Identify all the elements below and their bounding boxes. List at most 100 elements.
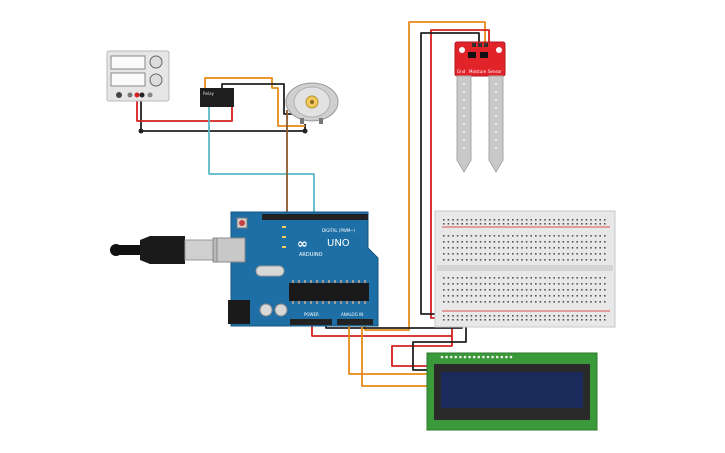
breadboard-hole[interactable] (498, 301, 500, 303)
breadboard-hole[interactable] (489, 259, 491, 261)
breadboard-hole[interactable] (558, 259, 560, 261)
breadboard-hole[interactable] (581, 259, 583, 261)
breadboard-hole[interactable] (456, 241, 459, 243)
breadboard-hole[interactable] (502, 277, 505, 279)
breadboard-hole[interactable] (502, 319, 505, 321)
breadboard-hole[interactable] (466, 295, 468, 297)
breadboard-hole[interactable] (535, 277, 537, 279)
breadboard-hole[interactable] (493, 283, 496, 285)
breadboard-hole[interactable] (594, 241, 597, 243)
breadboard-hole[interactable] (576, 241, 578, 243)
breadboard-hole[interactable] (539, 301, 542, 303)
breadboard-hole[interactable] (521, 301, 523, 303)
breadboard-hole[interactable] (516, 315, 519, 317)
breadboard-hole[interactable] (456, 223, 459, 225)
breadboard-hole[interactable] (590, 241, 592, 243)
breadboard-hole[interactable] (567, 301, 569, 303)
breadboard-hole[interactable] (489, 283, 491, 285)
breadboard-hole[interactable] (461, 241, 463, 243)
breadboard-hole[interactable] (461, 283, 463, 285)
breadboard-hole[interactable] (539, 315, 542, 317)
breadboard-hole[interactable] (567, 253, 569, 255)
breadboard-hole[interactable] (502, 301, 505, 303)
breadboard-hole[interactable] (516, 319, 519, 321)
breadboard-hole[interactable] (548, 301, 551, 303)
breadboard-hole[interactable] (539, 247, 542, 249)
breadboard-hole[interactable] (558, 223, 560, 225)
breadboard-hole[interactable] (539, 289, 542, 291)
breadboard-hole[interactable] (535, 289, 537, 291)
breadboard-hole[interactable] (553, 319, 555, 321)
breadboard-hole[interactable] (604, 301, 606, 303)
breadboard-hole[interactable] (484, 277, 486, 279)
lcd-pin[interactable] (459, 355, 462, 359)
breadboard-hole[interactable] (466, 315, 468, 317)
arduino-analog-header[interactable] (337, 319, 373, 325)
breadboard-hole[interactable] (562, 315, 565, 317)
breadboard-hole[interactable] (585, 247, 588, 249)
breadboard-hole[interactable] (590, 319, 592, 321)
breadboard-hole[interactable] (447, 247, 450, 249)
breadboard-hole[interactable] (512, 219, 514, 221)
breadboard-hole[interactable] (544, 235, 546, 237)
breadboard-hole[interactable] (502, 235, 505, 237)
breadboard-hole[interactable] (489, 315, 491, 317)
breadboard-hole[interactable] (539, 283, 542, 285)
breadboard-hole[interactable] (594, 289, 597, 291)
breadboard-hole[interactable] (452, 253, 454, 255)
breadboard-hole[interactable] (594, 253, 597, 255)
breadboard-hole[interactable] (475, 277, 477, 279)
breadboard-hole[interactable] (447, 219, 450, 221)
breadboard-hole[interactable] (530, 295, 532, 297)
breadboard-hole[interactable] (530, 219, 532, 221)
breadboard-hole[interactable] (521, 223, 523, 225)
breadboard-hole[interactable] (558, 301, 560, 303)
breadboard-hole[interactable] (571, 283, 574, 285)
breadboard-hole[interactable] (548, 223, 551, 225)
breadboard-hole[interactable] (498, 241, 500, 243)
breadboard-hole[interactable] (507, 283, 509, 285)
lcd-pin[interactable] (477, 355, 481, 359)
breadboard-hole[interactable] (539, 259, 542, 261)
breadboard-hole[interactable] (530, 283, 532, 285)
breadboard-hole[interactable] (516, 247, 519, 249)
breadboard-hole[interactable] (443, 241, 445, 243)
breadboard-hole[interactable] (461, 319, 463, 321)
breadboard-hole[interactable] (553, 223, 555, 225)
breadboard-hole[interactable] (521, 277, 523, 279)
breadboard-hole[interactable] (479, 235, 482, 237)
breadboard-hole[interactable] (590, 259, 592, 261)
breadboard-hole[interactable] (544, 253, 546, 255)
breadboard-hole[interactable] (461, 235, 463, 237)
breadboard-hole[interactable] (456, 259, 459, 261)
breadboard-hole[interactable] (567, 259, 569, 261)
breadboard-hole[interactable] (562, 295, 565, 297)
breadboard-hole[interactable] (493, 219, 496, 221)
breadboard-hole[interactable] (581, 289, 583, 291)
breadboard-hole[interactable] (512, 319, 514, 321)
breadboard-hole[interactable] (530, 289, 532, 291)
breadboard-hole[interactable] (475, 223, 477, 225)
breadboard-hole[interactable] (498, 295, 500, 297)
breadboard-hole[interactable] (539, 241, 542, 243)
breadboard-hole[interactable] (525, 283, 528, 285)
breadboard-hole[interactable] (475, 253, 477, 255)
breadboard-hole[interactable] (521, 289, 523, 291)
wire-lcd-black[interactable] (412, 320, 467, 371)
breadboard-hole[interactable] (581, 319, 583, 321)
breadboard-hole[interactable] (512, 235, 514, 237)
breadboard-hole[interactable] (516, 235, 519, 237)
breadboard-hole[interactable] (548, 319, 551, 321)
breadboard-hole[interactable] (553, 289, 555, 291)
breadboard-hole[interactable] (571, 259, 574, 261)
breadboard-hole[interactable] (456, 295, 459, 297)
lcd-pin[interactable] (445, 355, 448, 359)
breadboard-hole[interactable] (535, 235, 537, 237)
breadboard-hole[interactable] (576, 277, 578, 279)
breadboard-hole[interactable] (594, 235, 597, 237)
breadboard-hole[interactable] (604, 277, 606, 279)
breadboard-hole[interactable] (443, 277, 445, 279)
breadboard-hole[interactable] (443, 319, 445, 321)
breadboard-hole[interactable] (590, 295, 592, 297)
breadboard-hole[interactable] (516, 223, 519, 225)
